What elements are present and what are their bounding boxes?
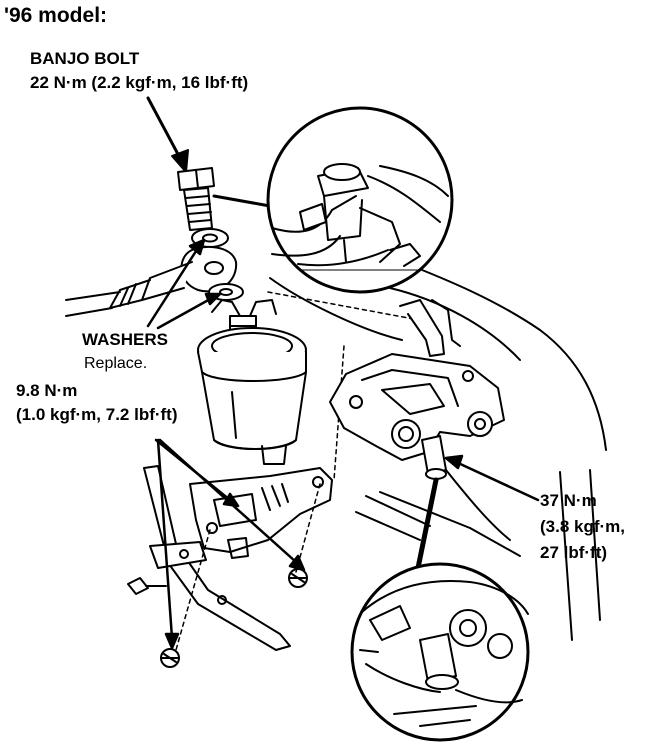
mount-bolt-torque-line3: 27 lbf·ft) [540, 543, 608, 562]
banjo-bolt-arrow [148, 98, 188, 172]
washers-label: WASHERS [82, 330, 168, 349]
power-steering-reservoir [198, 300, 306, 464]
bracket-bolt-1 [289, 569, 307, 587]
washers-replace-note: Replace. [84, 355, 148, 372]
mount-bolt-torque-line1: 37 N·m [540, 491, 597, 510]
mount-bolt-arrow [446, 456, 538, 500]
mounting-arm [144, 466, 290, 650]
mount-bolt-torque-line2: (3.8 kgf·m, [540, 517, 626, 536]
bracket-bolt-torque-line2: (1.0 kgf·m, 7.2 lbf·ft) [16, 405, 178, 424]
banjo-fitting-hose [66, 247, 236, 316]
bracket-bolt-torque-line1: 9.8 N·m [16, 381, 78, 400]
banjo-bolt [178, 168, 270, 230]
lower-magnifier-detail [352, 564, 528, 740]
reservoir-bracket [190, 468, 332, 558]
diagram-heading: '96 model: [4, 4, 108, 27]
bracket-bolt-3 [128, 578, 166, 594]
banjo-bolt-torque: 22 N·m (2.2 kgf·m, 16 lbf·ft) [30, 73, 249, 92]
banjo-bolt-label: BANJO BOLT [30, 49, 140, 68]
upper-magnifier-detail [268, 108, 452, 292]
engine-mount-area [270, 262, 606, 640]
bracket-bolt-arrows [156, 440, 304, 648]
washers-arrows [148, 240, 220, 328]
bracket-bolt-2 [161, 649, 179, 667]
lower-magnifier-leader [418, 480, 436, 568]
